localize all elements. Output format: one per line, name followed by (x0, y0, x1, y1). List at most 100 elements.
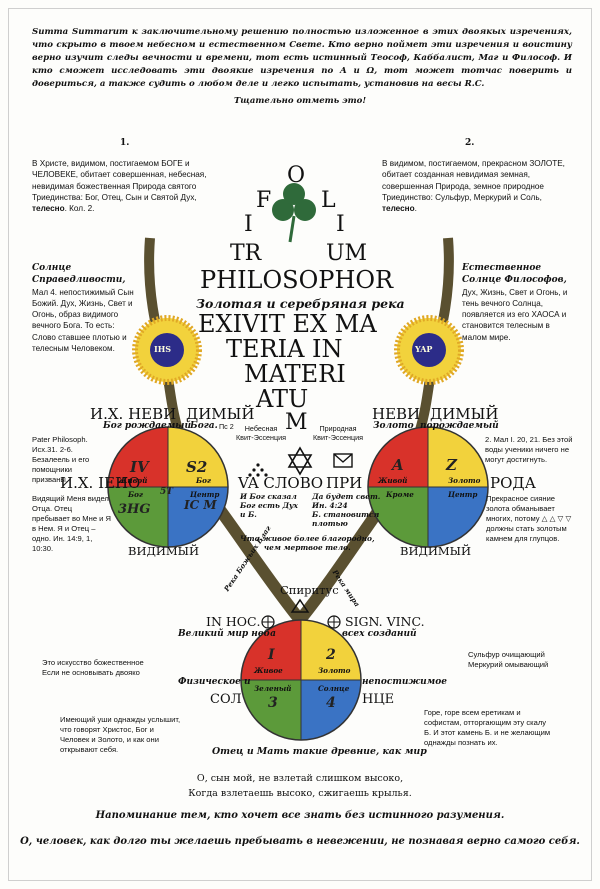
letter-um: UM (326, 241, 368, 266)
wheel-left-center: 5T (160, 487, 173, 497)
letter-tr: TR (230, 241, 262, 266)
wheel-left-w2: Бог (196, 476, 211, 485)
wheel-left-q3: 3HG (118, 502, 151, 517)
dots-triangle-icon (248, 463, 268, 477)
sign-vinc-label: SIGN. VINC. (345, 614, 425, 629)
wheel-right-w2: Золото (448, 476, 481, 485)
word-right-text: Да будет свет. Ин. 4:24 Б. становится пл… (312, 492, 381, 528)
ps2-label: Пс 2 (219, 422, 234, 431)
wheel-left-q1: IV (130, 458, 149, 476)
spiritus-triangle-icon (290, 598, 310, 613)
vidimy-right: ВИДИМЫЙ (400, 544, 471, 558)
letter-i-left: I (244, 212, 253, 237)
wheel-right-w4: Центр (448, 490, 478, 499)
father-mother-line: Отец и Мать такие древние, как мир (212, 746, 427, 757)
river-title: Золотая и серебряная река (196, 296, 405, 311)
ntse-label: НЦЕ (362, 692, 395, 707)
wheel-left (107, 426, 229, 548)
mal-text: 2. Мал I. 20, 21. Без этой воды ученики … (485, 435, 573, 464)
sulfur-text: Сульфур очищающий Меркурий омывающий (468, 650, 549, 669)
va-slovo-label: VA СЛОВО (238, 474, 324, 492)
natural-quintessence: Природная Квит-Эссенция (313, 424, 364, 442)
hexagram-icon (287, 446, 313, 476)
left-number: 1. (120, 138, 130, 148)
circle-cross-right-icon (327, 615, 341, 629)
line-exivit: EXIVIT EX MA (198, 310, 377, 338)
left-intro-end: . Кол. 2. (64, 204, 95, 214)
warning-line: Тщательно отметь это! (233, 96, 367, 106)
dimy-left: ДИМЫЙ (186, 405, 255, 423)
right-intro-text: В видимом, постигаемом, прекрасном ЗОЛОТ… (382, 158, 570, 214)
wheel-right-q1: A (392, 456, 404, 474)
right-sun-title: Естественное Солнце Философов, (462, 263, 567, 286)
letter-i-right: I (336, 212, 345, 237)
left-intro-main: В Христе, видимом, постигаемом БОГЕ и ЧЕ… (32, 159, 207, 202)
great-world-label: Великий мир неба (178, 629, 276, 639)
physical-label: Физическое и (178, 677, 251, 687)
pater-text: Pater Philosoph. Исх.31. 2-6. Безалеель … (32, 435, 90, 484)
letter-o: O (287, 163, 306, 188)
left-sun-body: непостижимый Сын Божий. Дух, Жизнь, Свет… (32, 287, 134, 354)
dimy-right: ДИМЫЙ (430, 405, 499, 423)
vidish-text: Видящий Меня видел Отца. Отец пребывает … (32, 494, 111, 553)
right-intro-bold: телесно (382, 204, 415, 214)
all-created-label: всех созданий (342, 629, 417, 639)
letter-l: L (321, 188, 336, 213)
wheel-bottom-w2: Золото (318, 666, 351, 675)
wheel-right (367, 426, 489, 548)
verse-line-2: Когда взлетаешь высоко, сжигаешь крылья. (188, 788, 412, 799)
left-intro-text: В Христе, видимом, постигаемом БОГЕ и ЧЕ… (32, 158, 220, 214)
sun-right-label: YAP (415, 344, 433, 354)
right-sun-text: Естественное Солнце Философов, Дух, Жизн… (462, 262, 572, 343)
wheel-left-w3: Бог (128, 490, 143, 499)
wheel-bottom (240, 619, 362, 741)
right-number: 2. (465, 138, 475, 148)
woe-text: Горе, горе всем еретикам и софистам, отт… (424, 708, 551, 747)
line-m: M (285, 410, 308, 435)
sun-left-label: IHS (154, 344, 172, 354)
wheel-left-q2: S2 (186, 458, 208, 476)
sun-right (394, 315, 464, 385)
god-ps-label: Бога. (190, 421, 218, 431)
wheel-right-q2: Z (446, 456, 457, 474)
wheel-left-w4: Центр (190, 490, 220, 499)
living-text: Что живое более благородно, чем мертвое … (240, 534, 375, 552)
ieno-label: И.Х. IЕНО (60, 474, 141, 492)
circle-cross-left-icon (261, 615, 275, 629)
reminder-line: Напоминание тем, кто хочет все знать без… (95, 810, 505, 821)
left-sun-text: Солнце Справедливости, Мал 4. непостижим… (32, 262, 134, 354)
left-sun-ref: Мал 4. (32, 287, 58, 297)
wheel-bottom-w1: Живое (254, 666, 283, 675)
letter-f: F (256, 188, 272, 213)
sol-label: СОЛ (210, 692, 242, 707)
wheel-bottom-q2: 2 (326, 647, 336, 663)
shamrock-icon (272, 183, 316, 243)
wheel-bottom-q4: 4 (326, 695, 336, 711)
right-intro-main: В видимом, постигаемом, прекрасном ЗОЛОТ… (382, 159, 565, 202)
wheel-bottom-w4: Солнце (318, 684, 350, 693)
beauty-text: Прекрасное сияние золота обманывает мног… (486, 494, 572, 543)
permanent-label: непостижимое (362, 677, 447, 687)
wheel-right-w1: Живой (378, 476, 408, 485)
verse-line-1: О, сын мой, не взлетай слишком высоко, (196, 773, 404, 784)
page-frame (8, 8, 592, 881)
line-materi: MATERI (244, 360, 346, 388)
line-teria: TERIA IN (226, 335, 343, 363)
heaven-quintessence: Небесная Квит-Эссенция (236, 424, 287, 442)
right-sun-body: Дух, Жизнь, Свет и Огонь, и тень вечного… (462, 287, 568, 342)
line-philosophor: PHILOSOPHOR (200, 266, 394, 294)
line-atu: ATU (256, 385, 309, 413)
nevi-right: НЕВИ (372, 405, 421, 423)
nevi-left: И.Х. НЕВИ (90, 405, 177, 423)
god-born-label: Бог рождаемый (103, 421, 192, 431)
art-text: Это искусство божественное Если не основ… (42, 658, 144, 677)
envelope-icon (333, 453, 353, 468)
vidimy-left: ВИДИМЫЙ (128, 544, 199, 558)
left-intro-bold: телесно (32, 204, 65, 214)
wheel-left-w1: Живой (118, 476, 148, 485)
intro-paragraph: Summa Summarum к заключительному решению… (32, 27, 572, 89)
left-sun-title: Солнце Справедливости, (32, 263, 126, 286)
gold-label: Золото (373, 421, 414, 431)
